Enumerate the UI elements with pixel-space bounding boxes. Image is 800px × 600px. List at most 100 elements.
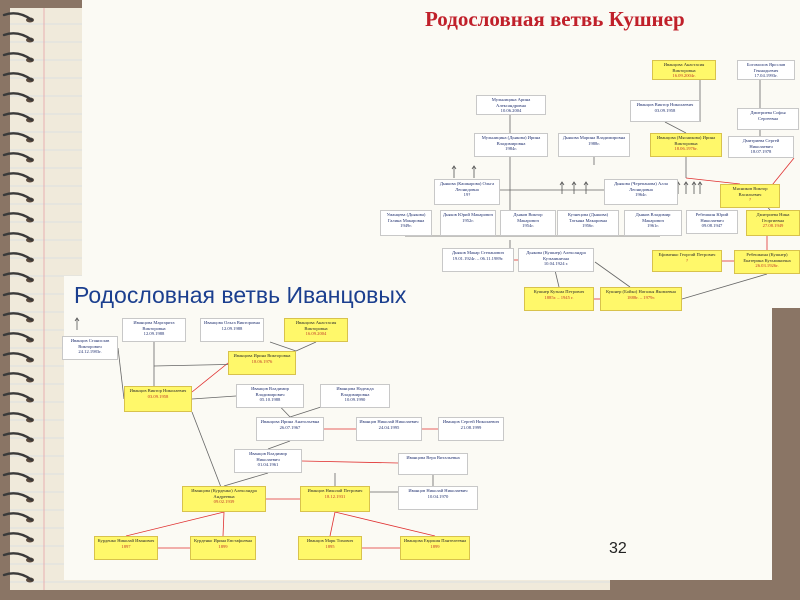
person-date: 10.09.1990 xyxy=(344,397,366,403)
i-link xyxy=(334,511,436,537)
person-date: 1988г. xyxy=(588,140,600,146)
i-link xyxy=(223,472,269,487)
person-date: 05.10.1988 xyxy=(259,397,281,403)
person-name: Иванцов Николай Николаевич xyxy=(359,419,419,424)
person-name: Дьякова Марина Владимировна xyxy=(562,135,626,140)
ivantsov-title: Родословная ветвь Иванцовых xyxy=(74,282,407,308)
person-date: 1897 xyxy=(121,543,131,549)
k-arrow-8-head xyxy=(697,181,703,186)
i-link xyxy=(267,440,291,450)
kushner-person-22: Ребешкина (Кушнер) Екатерина Кузьминична… xyxy=(734,250,800,274)
person-date: 1954г. xyxy=(522,223,534,229)
person-date: 03.09.1958 xyxy=(147,393,169,399)
person-name: Ребешкина (Кушнер) Екатерина Кузьминична xyxy=(743,252,791,263)
person-name: Дмитриева Софья Сергеевна xyxy=(750,110,786,121)
person-name: Ребешкин Юрий Николаевич xyxy=(695,212,729,223)
person-date: 24.04.1995 xyxy=(378,424,400,430)
person-name: Иванцов Марк Тихович xyxy=(306,538,354,543)
person-name: Кузнецова (Дьякова) Татьяна Макаровна xyxy=(567,212,609,223)
person-date: 1885г. – 1945 г. xyxy=(544,294,574,300)
person-name: Богомолов Ярослав Геннадьевич xyxy=(746,62,786,73)
person-date: 16.09.2004г. xyxy=(672,73,696,79)
person-name: Иванцов Сергей Николаевич xyxy=(442,419,500,424)
person-name: Иванцова Вера Витальевна xyxy=(406,455,460,460)
kushner-person-4: Дмитриева Софья Сергеевна xyxy=(737,108,799,130)
k-arrow2-0-head xyxy=(451,165,457,170)
person-name: Иванцов Николай Петрович xyxy=(307,488,363,493)
k-arrow-7-head xyxy=(691,181,697,186)
i-link xyxy=(269,341,297,352)
i-link xyxy=(117,347,125,400)
k-arrow-2-head xyxy=(583,181,589,186)
i-link xyxy=(191,411,225,496)
person-date: 10.04.1924 г. xyxy=(543,261,569,267)
person-date: 18.06.1976г. xyxy=(674,146,698,152)
person-name: Дьякова (Черепанова) Алла Леонидовна xyxy=(614,181,668,192)
person-date: 27.08.1949 xyxy=(762,223,784,229)
i-link xyxy=(125,511,225,537)
person-name: Дмитриева Сергей Николаевич xyxy=(742,138,780,149)
k-arrow2-1-head xyxy=(471,165,477,170)
person-date: 10.06.2004 xyxy=(500,108,522,114)
person-name: Иванцова Ирина Викторовна xyxy=(233,353,291,358)
person-name: Дьякова (Кашкарова) Ольга Леонидовна xyxy=(439,181,495,192)
person-name: Мульницина Арина Александровна xyxy=(491,97,531,108)
ivantsov-person-13: Иванцова (Курденко) Александра Андреевна… xyxy=(182,486,266,512)
person-date: 1952г. xyxy=(462,217,474,223)
i-link xyxy=(295,341,317,352)
person-name: Иванцова Анастасия Викторовна xyxy=(295,320,337,331)
person-name: Иванцова (Курденко) Александра Андреевна xyxy=(191,488,257,499)
k-arrow-0-head xyxy=(559,181,565,186)
i-link xyxy=(191,362,229,393)
person-name: Уманцева (Дьякова) Галина Макаровна xyxy=(386,212,426,223)
person-name: Мульницина (Дьякова) Ирина Владимировна xyxy=(481,135,541,146)
person-date: 09.08.1947 xyxy=(701,223,723,229)
k-link xyxy=(681,273,768,300)
person-name: Курденко Николай Иванович xyxy=(97,538,155,543)
person-name: Иванцова Надежда Владимировна xyxy=(336,386,374,397)
person-date: ? xyxy=(748,197,752,203)
k-link xyxy=(685,177,741,185)
person-name: Иванцов Виктор Николаевич xyxy=(636,102,694,107)
person-date: 1949г. xyxy=(400,223,412,229)
person-date: 10.04.1970 xyxy=(427,493,449,499)
person-name: Иванцова (Мясникова) Ирина Викторовна xyxy=(656,135,716,146)
person-name: Кушнер (Бойко) Наталья Яковлевна xyxy=(606,289,676,294)
person-name: Иванцова Ирина Анатольевна xyxy=(260,419,320,424)
person-date: 17.04.1993г. xyxy=(754,73,778,79)
person-date: 1899 xyxy=(218,543,228,549)
slide-number: 32 xyxy=(609,540,627,557)
person-date: 26.03.1926г. xyxy=(755,263,779,269)
person-name: Дьяков Виктор Макарович xyxy=(513,212,543,223)
person-date: 03.09.1958 xyxy=(654,107,676,113)
person-name: Дьяков Юрий Макарович xyxy=(443,212,493,217)
person-name: Иванцов Виктор Николаевич xyxy=(129,388,187,393)
person-name: Иванцова Евдокия Пантелеевна xyxy=(403,538,467,543)
i-link xyxy=(301,460,399,464)
kushner-title: Родословная ветвь Кушнер xyxy=(425,7,685,31)
person-name: Иванцов Владимир Владимирович xyxy=(251,386,289,397)
person-date: 24.12.1983г. xyxy=(78,349,102,355)
